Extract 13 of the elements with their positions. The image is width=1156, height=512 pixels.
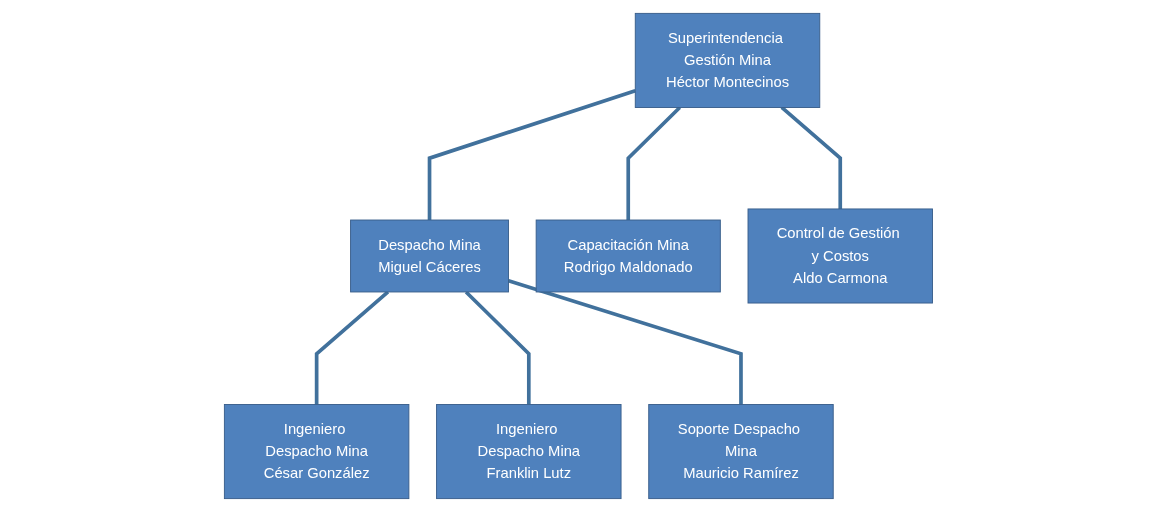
node-box: Despacho Mina Miguel Cáceres <box>349 219 509 293</box>
node-box: Control de Gestión y Costos Aldo Carmona <box>747 208 933 304</box>
connector <box>625 106 681 220</box>
connector <box>464 290 531 405</box>
node-box: Capacitación Mina Rodrigo Maldonado <box>535 219 721 293</box>
node-box: Ingeniero Despacho Mina Franklin Lutz <box>435 404 622 500</box>
connector <box>780 106 842 209</box>
node-box: Ingeniero Despacho Mina César González <box>223 404 409 500</box>
node-box: Superintendencia Gestión Mina Héctor Montecinos <box>634 12 820 108</box>
connector <box>427 88 636 220</box>
connector <box>507 279 743 405</box>
node-box: Soporte Despacho Mina Mauricio Ramírez <box>647 404 834 500</box>
connector <box>314 290 389 405</box>
